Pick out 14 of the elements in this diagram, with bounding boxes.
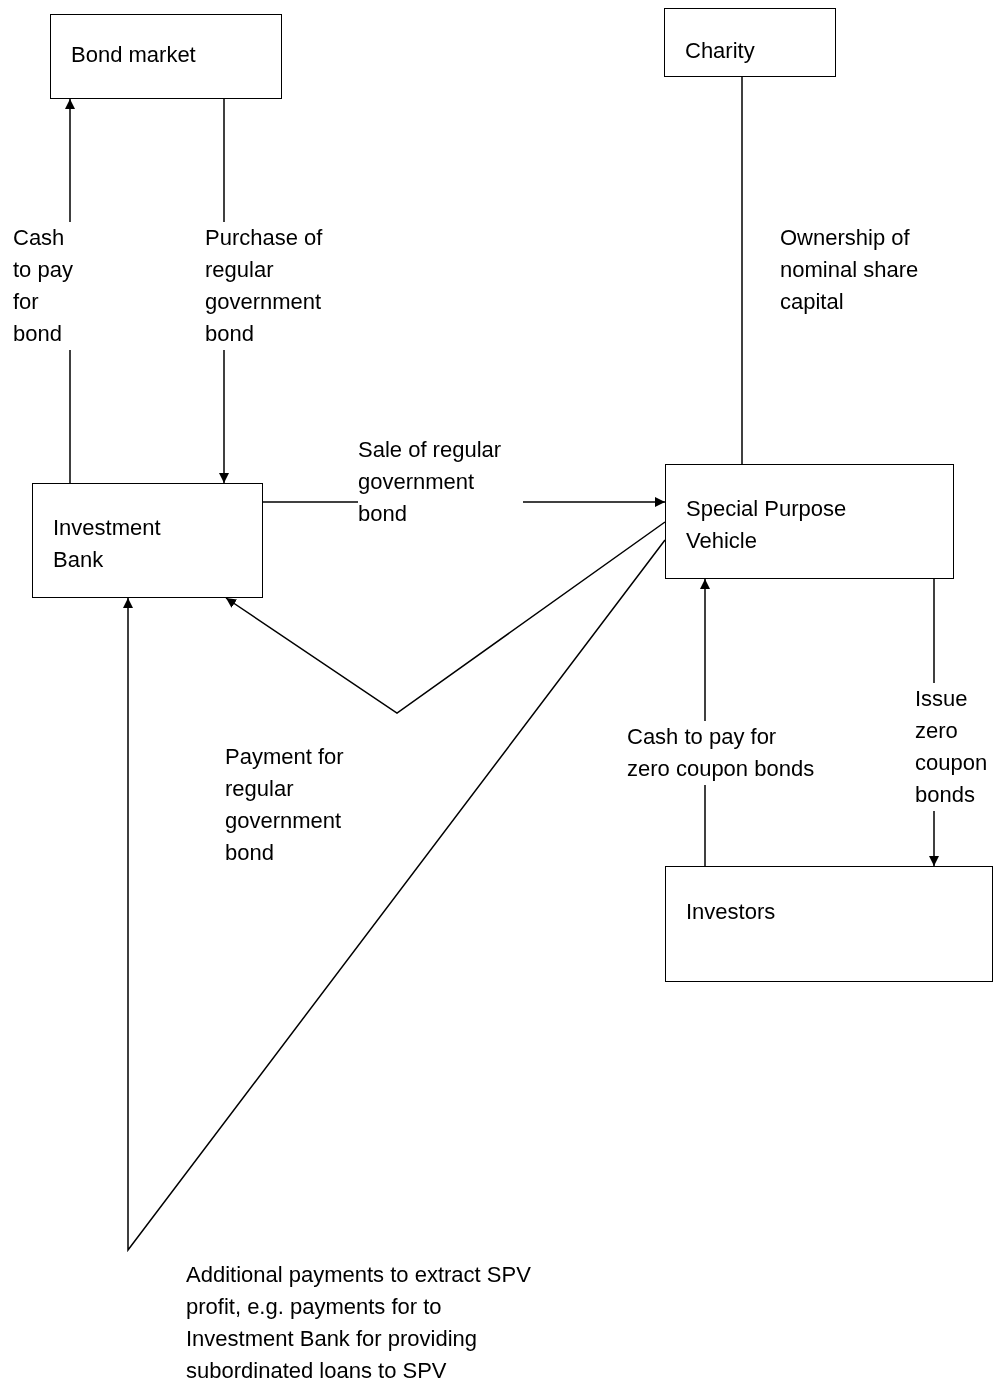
- entity-box: [665, 464, 954, 579]
- connector-line: [741, 76, 743, 465]
- entity-name: Special Purpose Vehicle: [686, 495, 848, 555]
- entity-box: [665, 866, 993, 982]
- entity-box: [664, 8, 836, 77]
- entity-name: Investment Bank: [53, 514, 162, 574]
- arrow: [225, 521, 666, 714]
- entity-name: Bond market: [71, 41, 197, 69]
- entity-name: Investors: [686, 898, 777, 926]
- arrow: [123, 539, 666, 1253]
- entity-name: Charity: [685, 37, 756, 65]
- entity-box: [32, 483, 263, 598]
- edge-label: Cash to pay for bond: [13, 222, 73, 350]
- entity-box: [50, 14, 282, 99]
